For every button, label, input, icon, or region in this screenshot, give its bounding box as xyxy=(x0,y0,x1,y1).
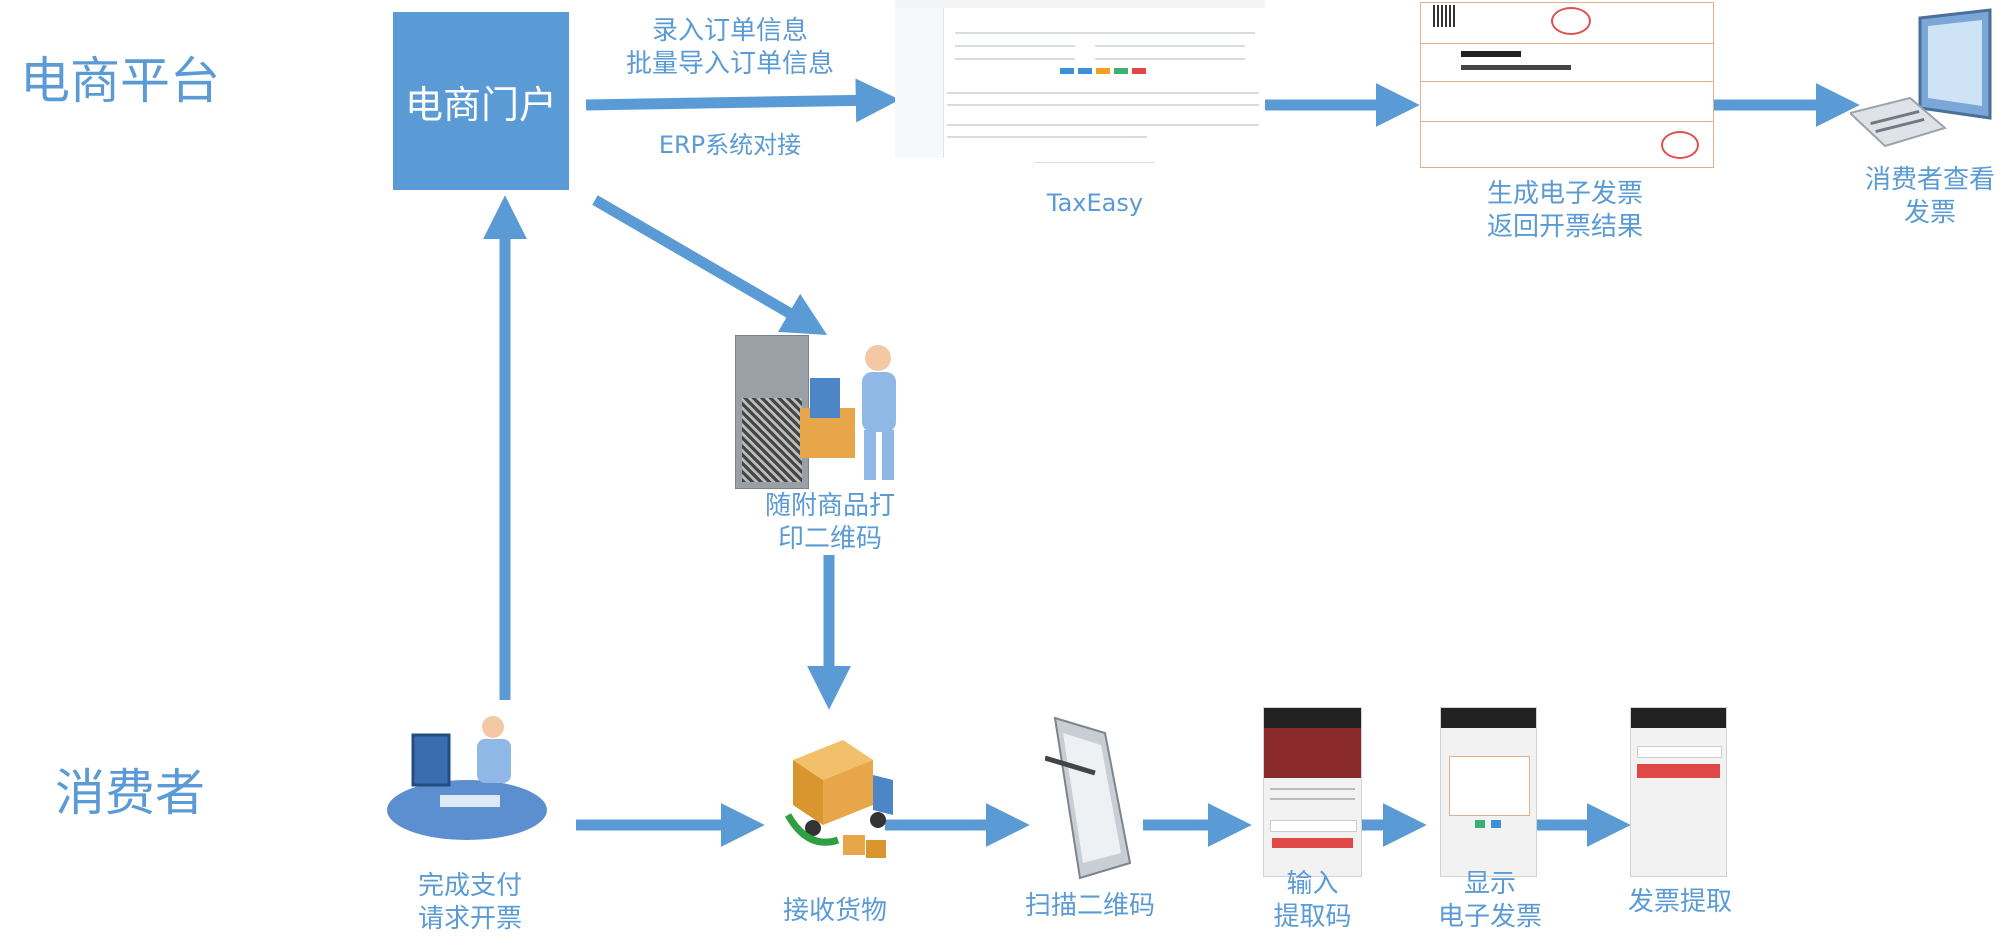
phone-screen-extract xyxy=(1630,707,1727,877)
taxeasy-screenshot xyxy=(895,0,1265,170)
input-label: 输入 提取码 xyxy=(1273,869,1352,932)
computer-monitor-icon xyxy=(1850,8,1992,148)
taxeasy-label: TaxEasy xyxy=(1046,189,1144,217)
scan-label: 扫描二维码 xyxy=(1024,891,1155,921)
arrow-portal-to-taxeasy xyxy=(585,78,900,123)
delivery-truck-icon xyxy=(784,740,893,858)
generate-label: 生成电子发票 返回开票结果 xyxy=(1486,179,1643,242)
phone-screen-input xyxy=(1263,707,1362,877)
arrow-portal-to-qr xyxy=(592,195,828,335)
view-label: 消费者查看 发票 xyxy=(1864,165,1995,228)
phone-screen-show xyxy=(1440,707,1537,877)
portal-box: 电商门户 xyxy=(393,12,569,190)
qr-code-icon xyxy=(735,335,809,489)
consumer-at-computer-icon xyxy=(387,716,547,840)
invoice-image xyxy=(1420,2,1714,168)
invoice-qr-icon xyxy=(1433,5,1455,27)
row-label-consumer: 消费者 xyxy=(55,764,205,822)
tablet-scan-icon xyxy=(1045,716,1132,880)
receive-label: 接收货物 xyxy=(782,896,887,926)
invoice-stamp-icon xyxy=(1551,7,1591,35)
erp-label: ERP系统对接 xyxy=(658,131,802,159)
worker-person-icon xyxy=(800,345,896,480)
qr-print-label: 随附商品打 印二维码 xyxy=(764,491,895,554)
show-label: 显示 电子发票 xyxy=(1437,869,1542,932)
seller-stamp-icon xyxy=(1661,131,1699,159)
extract-label: 发票提取 xyxy=(1627,887,1732,917)
row-label-platform: 电商平台 xyxy=(20,52,220,110)
order-entry-label: 录入订单信息 批量导入订单信息 xyxy=(625,16,834,79)
pay-label: 完成支付 请求开票 xyxy=(417,871,522,934)
